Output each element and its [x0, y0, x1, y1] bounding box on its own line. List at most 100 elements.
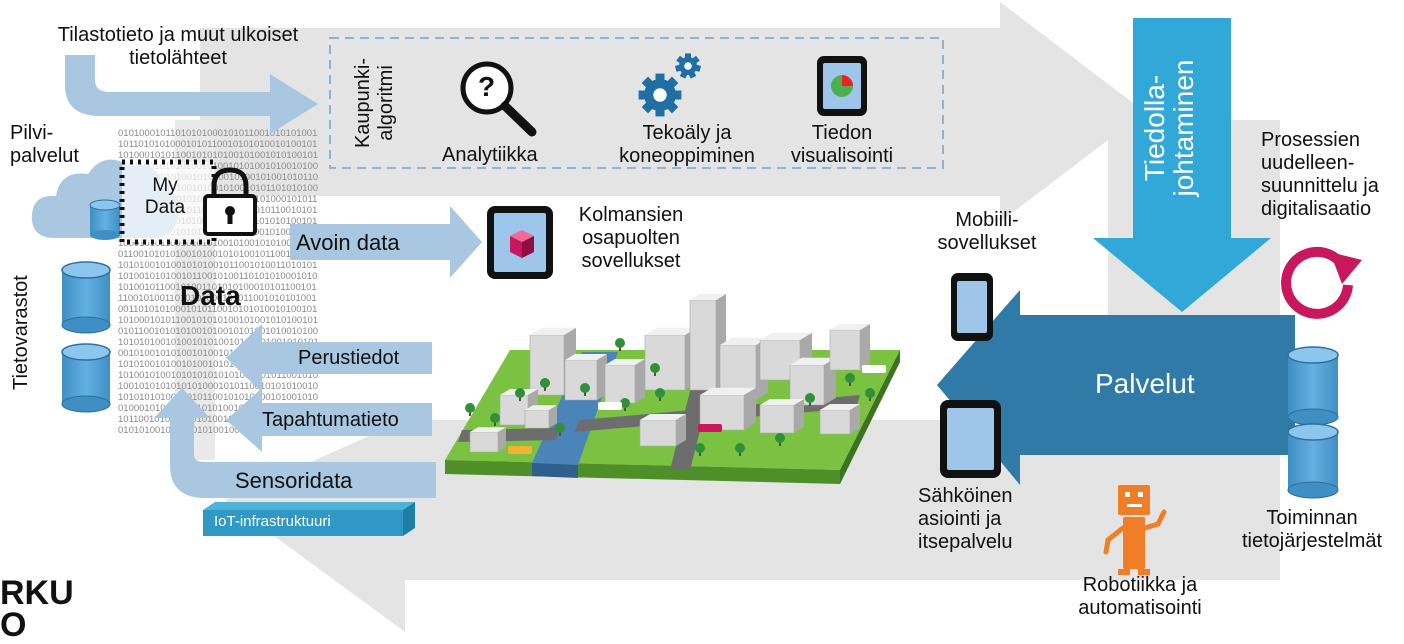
tree: [735, 443, 745, 456]
binary-row: 00110101010001010110010101010010100101: [118, 304, 317, 315]
services-label: Palvelut: [1095, 368, 1195, 399]
tree: [805, 393, 815, 406]
basic-data-label: Perustiedot: [298, 347, 400, 369]
binary-row: 10100101100101001101010100010101100101: [118, 282, 317, 293]
building: [759, 399, 804, 434]
tree: [615, 338, 625, 351]
binary-row: 01010001011010101000101011001010101001: [118, 128, 317, 139]
building: [644, 327, 697, 391]
operational-systems-label: Toiminnan tietojärjestelmät: [1241, 507, 1383, 552]
tree: [845, 373, 855, 386]
logo-fade: [0, 520, 200, 635]
gears-icon: [638, 53, 701, 117]
binary-row: 01011001010101001010010101001010010100: [118, 326, 318, 337]
visualization-label: Tiedon visualisointi: [790, 122, 894, 167]
arrow-sensor-data: [154, 388, 436, 498]
open-data-label: Avoin data: [296, 230, 400, 255]
binary-row: 00101001010100101001010010101010101010: [118, 348, 319, 359]
building: [604, 359, 645, 404]
vehicle: [698, 424, 722, 432]
building: [789, 357, 836, 406]
binary-row: 10110101010001010110010101010010100101: [118, 139, 317, 150]
tree: [655, 388, 665, 401]
ai-ml-label: Tekoäly ja koneoppiminen: [619, 122, 755, 167]
tree: [620, 398, 630, 411]
binary-row: 10110010101010010100101010010011010010: [118, 414, 317, 425]
tree: [490, 413, 500, 426]
magnifier-icon: [460, 61, 537, 137]
database-cylinder-4: [1287, 423, 1339, 499]
binary-row: 10100010101100101010100101001010100101: [118, 150, 318, 161]
tree: [865, 388, 875, 401]
building: [639, 414, 686, 447]
tree: [580, 383, 590, 396]
iot-label: IoT-infrastruktuuri: [214, 513, 331, 530]
database-cylinder-1: [61, 261, 111, 334]
sensor-data-label: Sensoridata: [235, 468, 353, 493]
binary-row: 10101001010010101001011001010011010101: [118, 260, 317, 271]
mobile-apps-label: Mobiili- sovellukset: [937, 209, 1037, 254]
binary-row: 10100101010010110010100110101010001010: [118, 271, 317, 282]
tree: [775, 433, 785, 446]
database-cylinder-3: [1287, 346, 1339, 426]
tablet-chart-icon: [817, 56, 867, 116]
binary-row: 10100010101100101010100101001010100101: [118, 315, 318, 326]
binary-row: 00101001010100101001010010101101010100: [118, 183, 318, 194]
building: [829, 324, 870, 371]
binary-row: 10101010100010101100101010100101001010: [118, 392, 318, 403]
data-heading: Data: [180, 280, 241, 311]
tree: [540, 378, 550, 391]
robot-icon: [1103, 485, 1167, 575]
tree: [555, 423, 565, 436]
e-services-label: Sähköinen asiointi ja itsepalvelu: [918, 485, 1013, 553]
city-algorithm-label: Kaupunki- algoritmi: [352, 57, 397, 149]
cloud-services-label: Pilvi- palvelut: [10, 122, 79, 167]
binary-row: 01010100101001010100100110100101011010: [118, 425, 317, 436]
arrow-event-data: [226, 388, 432, 452]
external-sources-label: Tilastotieto ja muut ulkoiset tietolähte…: [57, 24, 299, 69]
binary-row: 01100101010100101001010100101100101001: [118, 249, 317, 260]
vehicle: [508, 446, 532, 454]
binary-row: 10010101010101010001010110010101010010: [118, 381, 318, 392]
tree: [650, 363, 660, 376]
arrow-services: [937, 290, 1295, 485]
arrow-knowledge-mgmt: [1093, 18, 1271, 312]
building: [699, 387, 756, 431]
building: [469, 427, 506, 453]
my-data-label: My Data: [144, 175, 186, 218]
tablet-icon: [940, 400, 1001, 478]
question-mark-glyph: ?: [478, 71, 496, 102]
arrow-open-data: [290, 206, 482, 278]
gear-icon: [638, 73, 682, 117]
refresh-cycle-icon: [1281, 246, 1362, 319]
data-stores-label: Tietovarastot: [10, 275, 32, 390]
binary-row: 01011001010101001010010101001010010100: [118, 161, 318, 172]
arrow-basic-data: [226, 324, 432, 392]
vehicle: [862, 365, 886, 373]
logo-text-partial: RKU O: [0, 574, 74, 644]
mobile-phone-icon: [951, 273, 993, 341]
database-cylinder-cloud: [89, 199, 121, 240]
process-redesign-label: Prosessien uudelleen- suunnittelu ja dig…: [1261, 129, 1379, 220]
knowledge-management-label: Tiedolla- johtaminen: [1139, 59, 1200, 197]
building: [524, 405, 557, 429]
iot-box: [203, 502, 415, 536]
vehicle: [598, 402, 622, 410]
building: [819, 404, 860, 435]
city-illustration: [445, 294, 900, 484]
analytics-label: Analytiikka: [442, 144, 538, 166]
tree: [515, 388, 525, 401]
gear-icon: [675, 53, 701, 79]
tablet-cube-icon: [487, 206, 553, 279]
binary-row: 11001010011010101000101011001010101001: [118, 293, 317, 304]
binary-row: 10100101001010101010101000101011001010: [118, 370, 318, 381]
binary-row: 10001010110010101010010100101010010110: [118, 238, 317, 249]
arrow-external-sources: [65, 55, 318, 134]
third-party-apps-label: Kolmansien osapuolten sovellukset: [578, 204, 684, 272]
database-cylinder-2: [61, 343, 111, 413]
padlock-icon: [203, 167, 257, 236]
tree: [695, 443, 705, 456]
binary-row: 10101010010100101010010100101001010101: [118, 337, 319, 348]
